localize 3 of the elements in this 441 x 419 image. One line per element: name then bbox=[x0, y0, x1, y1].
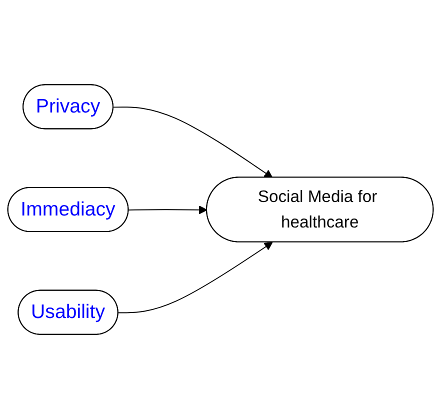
arrow bbox=[112, 106, 273, 178]
arrow bbox=[118, 242, 273, 314]
arrow bbox=[128, 206, 208, 214]
